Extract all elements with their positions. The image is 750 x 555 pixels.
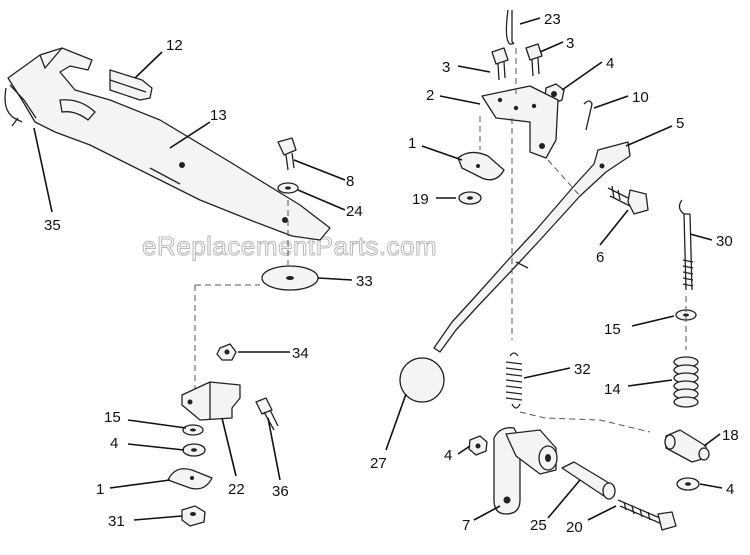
part-19-nut [458, 191, 482, 205]
callout-20: 20 [566, 519, 583, 536]
callout-18: 18 [722, 427, 739, 444]
part-25-pin [561, 461, 616, 500]
callout-3-left: 3 [442, 59, 450, 76]
callout-14: 14 [604, 381, 621, 398]
alignment-line-left [194, 200, 289, 400]
callout-35: 35 [44, 217, 61, 234]
callout-7: 7 [462, 517, 470, 534]
callout-4-middle: 4 [444, 447, 452, 464]
callout-22: 22 [228, 481, 245, 498]
callout-33: 33 [356, 273, 373, 290]
part-34-nut [216, 343, 237, 361]
callout-3-right: 3 [566, 35, 574, 52]
alignment-line-right [479, 48, 687, 433]
part-13-lever-bracket [7, 47, 331, 241]
part-31-nut [181, 505, 206, 527]
part-4-nut-bottom-right [676, 477, 700, 491]
callout-6: 6 [596, 249, 604, 266]
callout-15-left: 15 [104, 409, 121, 426]
part-3-bolt-a [491, 47, 509, 81]
callout-24: 24 [346, 203, 363, 220]
part-22-bracket [181, 381, 241, 421]
part-33-washer [261, 265, 319, 291]
part-10-cotter-pin [583, 100, 593, 131]
part-8-bolt [277, 137, 297, 171]
callout-13: 13 [210, 107, 227, 124]
part-1-clip-right [457, 151, 505, 181]
callout-4-top: 4 [606, 55, 614, 72]
part-2-bracket [481, 85, 559, 159]
part-5-shift-lever [433, 141, 631, 353]
part-3-bolt-b [525, 43, 543, 77]
callout-labels: 12 13 35 8 24 33 34 15 4 1 31 22 36 23 3… [44, 11, 739, 536]
callout-4-bottom-right: 4 [726, 481, 734, 498]
part-32-spring [505, 352, 523, 409]
part-27-knob [399, 357, 445, 403]
callout-36: 36 [272, 483, 289, 500]
callout-23: 23 [544, 11, 561, 28]
callout-25: 25 [530, 517, 547, 534]
callout-1-left: 1 [96, 481, 104, 498]
part-6-bolt [607, 185, 649, 215]
callout-1-right: 1 [408, 135, 416, 152]
callout-10: 10 [632, 89, 649, 106]
part-24-washer [277, 182, 299, 194]
part-36-bolt [255, 397, 279, 431]
part-35-rod [4, 87, 23, 127]
callout-4-left: 4 [110, 435, 118, 452]
part-20-bolt [617, 499, 677, 531]
part-18-pin [664, 429, 710, 463]
callout-5: 5 [676, 115, 684, 132]
part-1-clip-left [167, 468, 213, 490]
part-15-washer-left [182, 424, 204, 436]
callout-12: 12 [166, 37, 183, 54]
part-23-pin [505, 9, 515, 45]
callout-19: 19 [412, 191, 429, 208]
callout-32: 32 [574, 361, 591, 378]
callout-8: 8 [346, 173, 354, 190]
callout-30: 30 [716, 233, 733, 250]
part-4-nut-left [182, 443, 206, 457]
part-7-arm [493, 427, 558, 515]
part-4-nut-middle [468, 435, 488, 456]
part-14-spring [673, 356, 699, 408]
callout-2: 2 [426, 87, 434, 104]
part-12-pad [109, 69, 153, 101]
callout-27: 27 [370, 455, 387, 472]
callout-31: 31 [108, 513, 125, 530]
callout-15-right: 15 [604, 321, 621, 338]
part-30-rod [678, 199, 694, 291]
leader-lines [33, 17, 723, 521]
callout-34: 34 [292, 345, 309, 362]
